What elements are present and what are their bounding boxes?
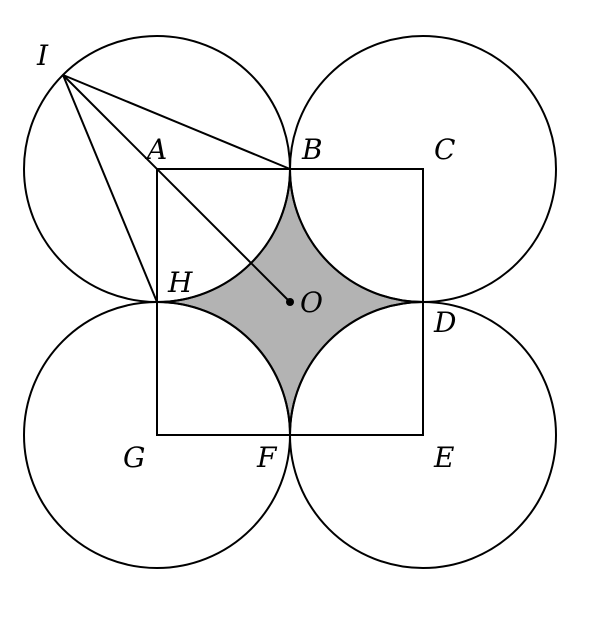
label-I: I <box>36 39 49 72</box>
label-A: A <box>144 133 167 166</box>
label-C: C <box>434 133 455 166</box>
label-O: O <box>300 286 323 319</box>
label-B: B <box>301 133 323 166</box>
segment-IO <box>62 74 291 303</box>
segment-IB <box>62 74 291 170</box>
label-F: F <box>256 441 278 474</box>
label-H: H <box>167 266 193 299</box>
label-D: D <box>433 306 456 339</box>
point-O <box>286 298 294 306</box>
label-E: E <box>433 441 454 474</box>
segment-IH <box>62 74 158 303</box>
label-G: G <box>123 441 145 474</box>
